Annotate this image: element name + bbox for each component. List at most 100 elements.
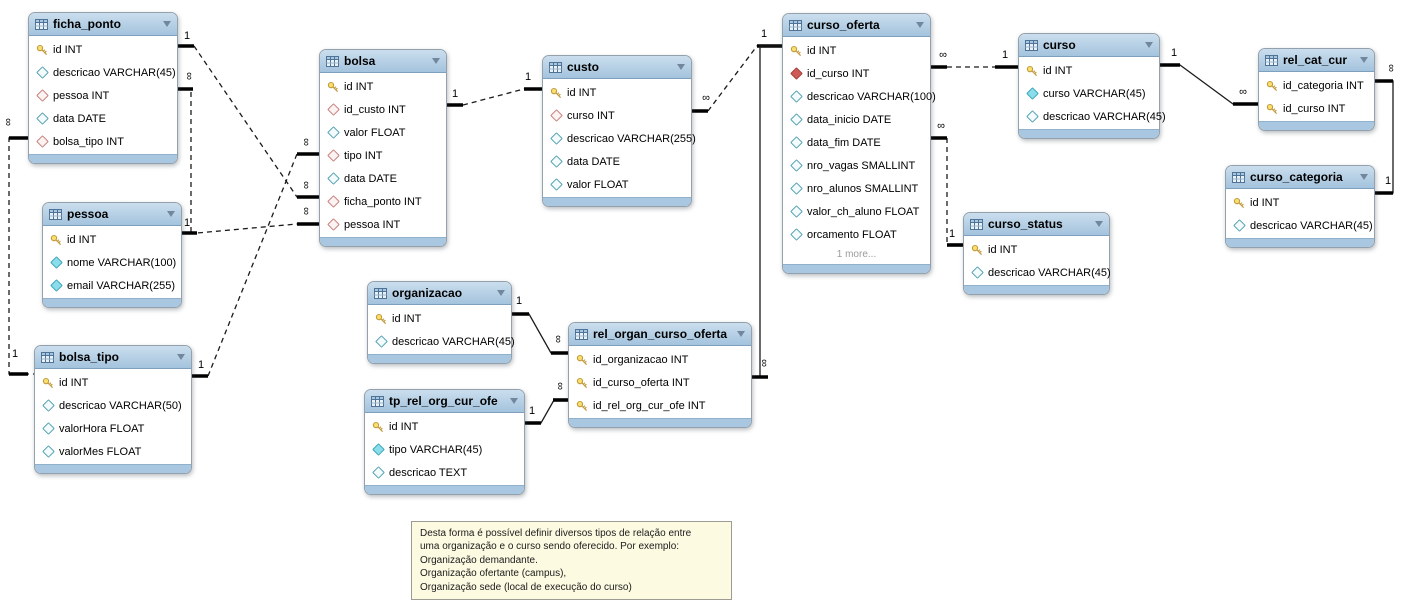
column-row[interactable]: id INT [543, 81, 691, 104]
column-row[interactable]: tipo INT [320, 144, 446, 167]
column-row[interactable]: valor FLOAT [543, 173, 691, 196]
collapse-arrow-icon[interactable] [1360, 174, 1368, 180]
primary-key-icon [50, 234, 62, 246]
collapse-arrow-icon[interactable] [510, 398, 518, 404]
collapse-arrow-icon[interactable] [497, 290, 505, 296]
diagram-note[interactable]: Desta forma é possível definir diversos … [411, 521, 732, 601]
column-label: id INT [1250, 196, 1280, 209]
table-icon [371, 395, 384, 407]
column-row[interactable]: id_curso_oferta INT [569, 371, 751, 394]
column-row[interactable]: id INT [783, 39, 930, 62]
table-title: organizacao [392, 286, 463, 300]
column-row[interactable]: bolsa_tipo INT [29, 130, 177, 153]
column-row[interactable]: valor_ch_aluno FLOAT [783, 200, 930, 223]
column-row[interactable]: descricao VARCHAR(45) [964, 261, 1111, 284]
collapse-arrow-icon[interactable] [177, 354, 185, 360]
column-row[interactable]: descricao VARCHAR(255) [543, 127, 696, 150]
table-header[interactable]: rel_cat_cur [1259, 49, 1374, 72]
table-header[interactable]: curso [1019, 34, 1159, 57]
column-row[interactable]: descricao TEXT [365, 461, 524, 484]
column-row[interactable]: data DATE [29, 107, 177, 130]
column-row[interactable]: valorMes FLOAT [35, 440, 191, 463]
column-row[interactable]: id_organizacao INT [569, 348, 751, 371]
column-row[interactable]: nome VARCHAR(100) [43, 251, 181, 274]
column-row[interactable]: nro_alunos SMALLINT [783, 177, 930, 200]
column-row[interactable]: email VARCHAR(255) [43, 274, 181, 297]
column-row[interactable]: id_rel_org_cur_ofe INT [569, 394, 751, 417]
column-row[interactable]: descricao VARCHAR(45) [1019, 105, 1166, 128]
column-row[interactable]: id INT [43, 228, 181, 251]
table-footer [29, 154, 177, 163]
collapse-arrow-icon[interactable] [1145, 42, 1153, 48]
collapse-arrow-icon[interactable] [1360, 57, 1368, 63]
column-row[interactable]: nro_vagas SMALLINT [783, 154, 930, 177]
column-row[interactable]: id_curso INT [1259, 97, 1374, 120]
table-header[interactable]: bolsa_tipo [35, 346, 191, 369]
table-header[interactable]: curso_oferta [783, 14, 930, 37]
more-columns-indicator[interactable]: 1 more... [836, 249, 877, 260]
table-header[interactable]: custo [543, 56, 691, 79]
table-header[interactable]: organizacao [368, 282, 511, 305]
column-row[interactable]: curso INT [543, 104, 691, 127]
collapse-arrow-icon[interactable] [167, 211, 175, 217]
collapse-arrow-icon[interactable] [432, 58, 440, 64]
column-row[interactable]: id INT [1226, 191, 1374, 214]
column-row[interactable]: id INT [1019, 59, 1159, 82]
column-row[interactable]: id INT [35, 371, 191, 394]
column-row[interactable]: data DATE [320, 167, 446, 190]
column-row[interactable]: descricao VARCHAR(50) [35, 394, 191, 417]
column-row[interactable]: pessoa INT [29, 84, 177, 107]
column-row[interactable]: id INT [29, 38, 177, 61]
primary-key-icon [1266, 80, 1278, 92]
column-row[interactable]: id INT [320, 75, 446, 98]
column-nullable-icon [41, 445, 55, 458]
collapse-arrow-icon[interactable] [677, 64, 685, 70]
table-header[interactable]: bolsa [320, 50, 446, 73]
table-header[interactable]: ficha_ponto [29, 13, 177, 36]
column-row[interactable]: id_categoria INT [1259, 74, 1374, 97]
table-header[interactable]: pessoa [43, 203, 181, 226]
column-row[interactable]: descricao VARCHAR(45) [29, 61, 177, 84]
column-row[interactable]: curso VARCHAR(45) [1019, 82, 1159, 105]
collapse-arrow-icon[interactable] [1095, 221, 1103, 227]
column-row[interactable]: id_custo INT [320, 98, 446, 121]
column-row[interactable]: data_fim DATE [783, 131, 930, 154]
column-row[interactable]: descricao VARCHAR(45) [1226, 214, 1374, 237]
column-row[interactable]: data_inicio DATE [783, 108, 930, 131]
column-row[interactable]: ficha_ponto INT [320, 190, 446, 213]
collapse-arrow-icon[interactable] [737, 331, 745, 337]
cardinality-label: ∞ [939, 49, 947, 61]
column-row[interactable]: pessoa INT [320, 213, 446, 236]
column-row[interactable]: id INT [368, 307, 511, 330]
table-header[interactable]: curso_categoria [1226, 166, 1374, 189]
column-row[interactable]: data DATE [543, 150, 691, 173]
column-row[interactable]: id INT [365, 415, 524, 438]
column-row[interactable]: valorHora FLOAT [35, 417, 191, 440]
column-row[interactable]: valor FLOAT [320, 121, 446, 144]
table-header[interactable]: tp_rel_org_cur_ofe [365, 390, 524, 413]
table-header[interactable]: curso_status [964, 213, 1109, 236]
column-row[interactable]: tipo VARCHAR(45) [365, 438, 524, 461]
column-row[interactable]: descricao VARCHAR(100) [783, 85, 936, 108]
column-label: valor FLOAT [344, 126, 406, 139]
column-row[interactable]: descricao VARCHAR(45) [368, 330, 515, 353]
column-row[interactable]: id_curso INT [783, 62, 930, 85]
column-row[interactable]: orcamento FLOAT [783, 223, 930, 246]
table-header[interactable]: rel_organ_curso_oferta [569, 323, 751, 346]
column-row[interactable]: id INT [964, 238, 1109, 261]
collapse-arrow-icon[interactable] [163, 21, 171, 27]
collapse-arrow-icon[interactable] [916, 22, 924, 28]
